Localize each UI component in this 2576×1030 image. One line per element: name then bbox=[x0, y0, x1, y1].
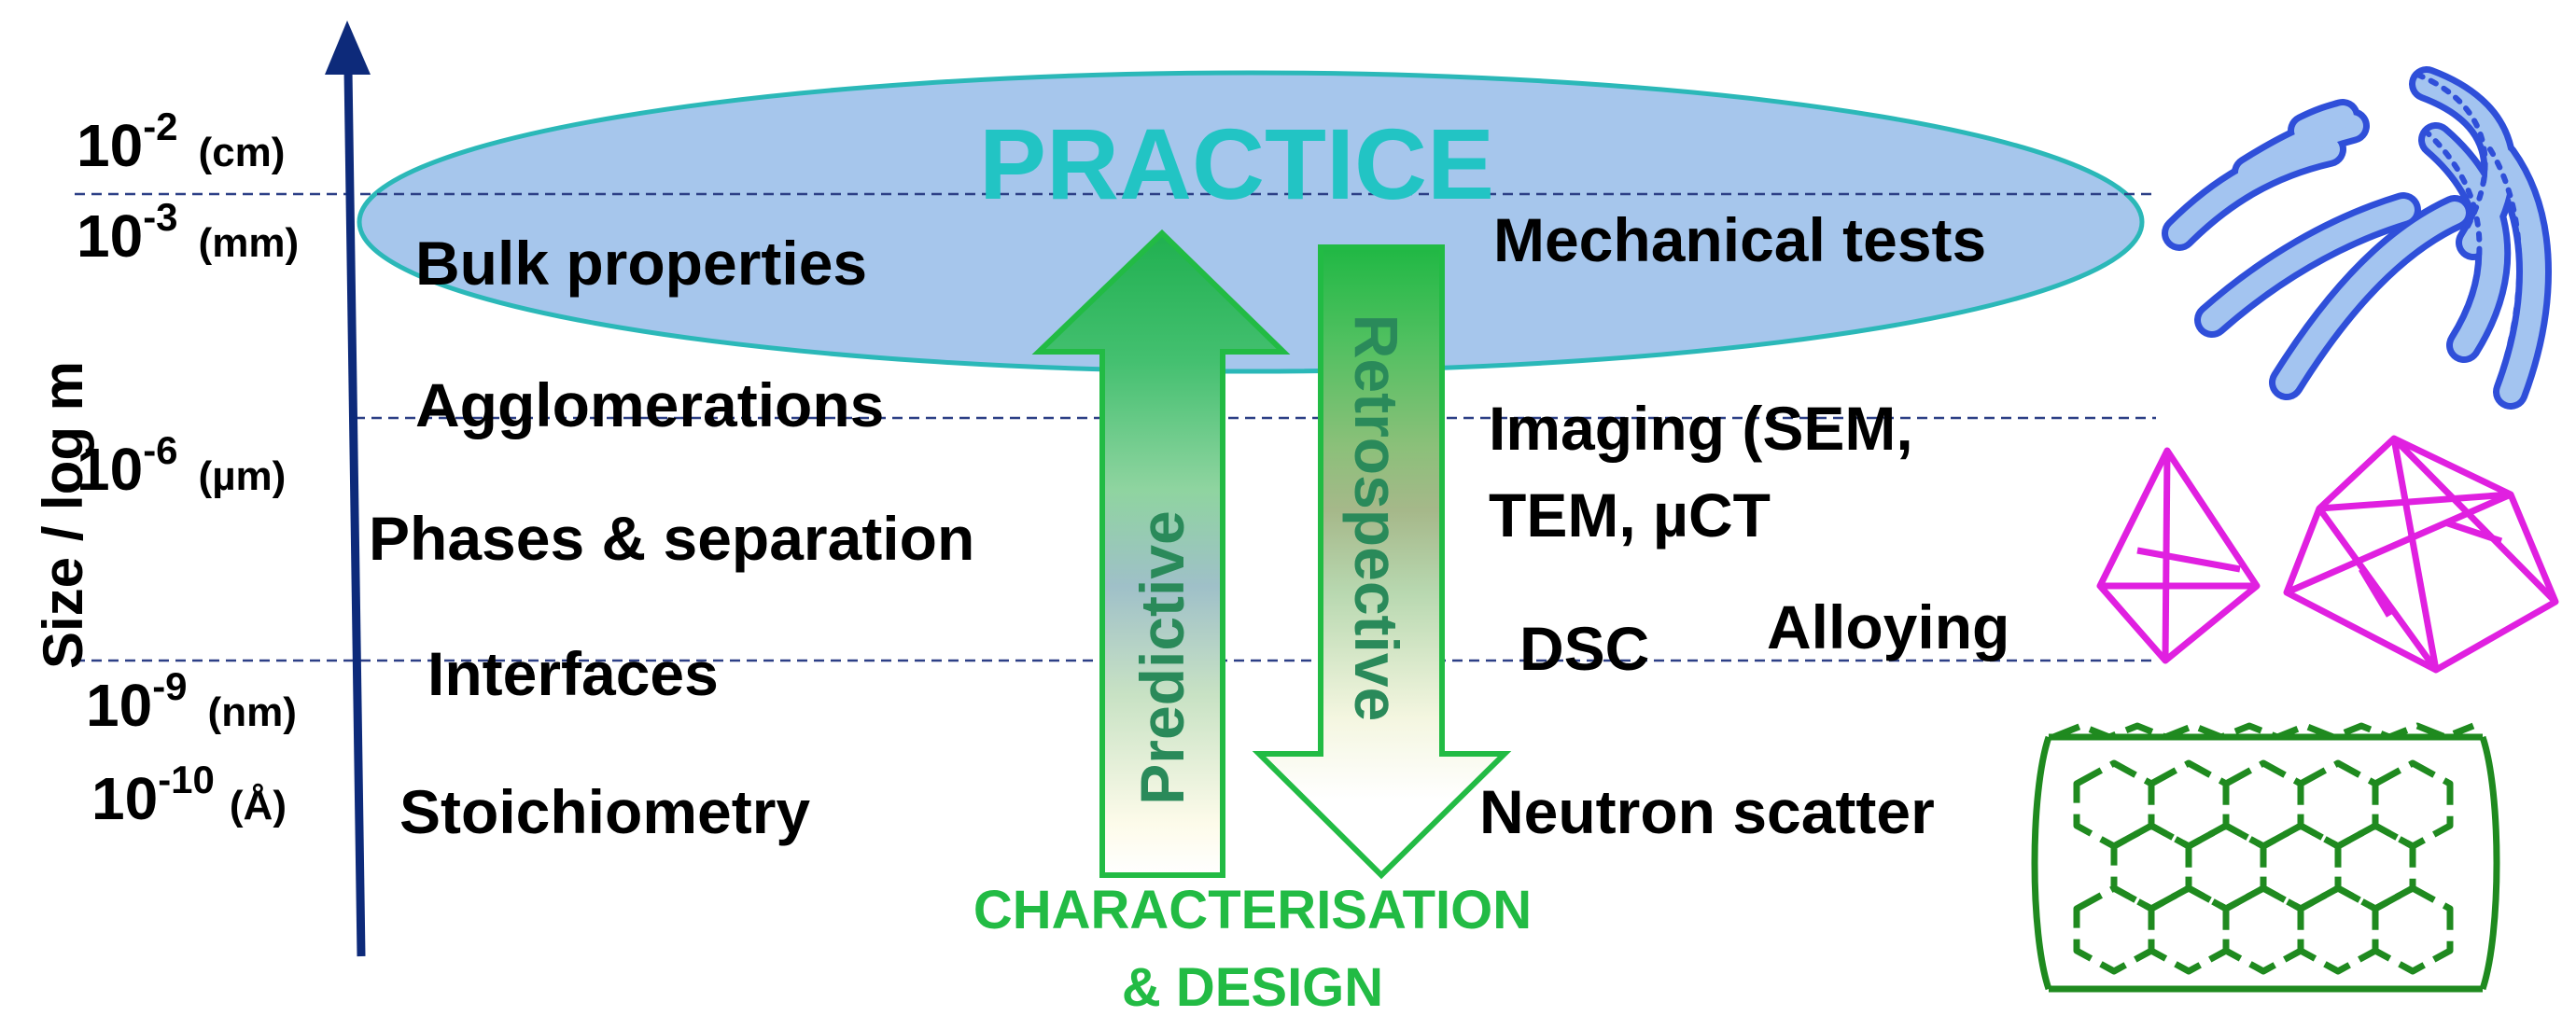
technique-mechanical: Mechanical tests bbox=[1493, 205, 1986, 274]
technique-alloying: Alloying bbox=[1767, 592, 2009, 661]
axis-arrowhead bbox=[325, 21, 371, 75]
scale-label-bulk: Bulk properties bbox=[415, 229, 867, 298]
practice-label: PRACTICE bbox=[979, 107, 1494, 220]
technique-imaging-line2: TEM, µCT bbox=[1489, 480, 1771, 550]
scale-label-interfaces: Interfaces bbox=[427, 639, 719, 708]
svg-text:10-10(Å): 10-10(Å) bbox=[91, 758, 287, 832]
scale-label-stoichiometry: Stoichiometry bbox=[399, 777, 810, 846]
scale-label-agglomerations: Agglomerations bbox=[415, 370, 884, 439]
svg-text:10-6(µm): 10-6(µm) bbox=[77, 428, 286, 503]
svg-text:10-2(cm): 10-2(cm) bbox=[77, 104, 285, 179]
nanotube-icon bbox=[2031, 722, 2500, 993]
predictive-arrow bbox=[1031, 229, 1291, 878]
axis-tick-mm: 10-3(mm) bbox=[77, 195, 299, 270]
retrospective-label: Retrospective bbox=[1342, 314, 1411, 722]
predictive-label: Predictive bbox=[1127, 510, 1197, 805]
fibres-icon bbox=[2162, 66, 2552, 410]
axis-tick-angstrom: 10-10(Å) bbox=[91, 758, 287, 832]
axis-tick-cm: 10-2(cm) bbox=[77, 104, 285, 179]
svg-text:10-3(mm): 10-3(mm) bbox=[77, 195, 299, 270]
crystal-icon bbox=[2096, 435, 2559, 674]
retrospective-arrow bbox=[1252, 244, 1512, 880]
technique-imaging-line1: Imaging (SEM, bbox=[1489, 394, 1913, 463]
axis-tick-nm: 10-9(nm) bbox=[86, 664, 297, 739]
technique-neutron: Neutron scatter bbox=[1479, 777, 1935, 846]
axis-label: Size / log m bbox=[32, 361, 94, 669]
scale-dashed-lines bbox=[75, 192, 2156, 662]
size-axis bbox=[325, 21, 371, 957]
axis-tick-um: 10-6(µm) bbox=[77, 428, 286, 503]
caption-line1: CHARACTERISATION bbox=[973, 880, 1532, 940]
practice-ellipse bbox=[357, 70, 2145, 374]
caption-line2: & DESIGN bbox=[1122, 957, 1383, 1018]
scale-label-phases: Phases & separation bbox=[369, 504, 974, 573]
technique-dsc: DSC bbox=[1519, 614, 1649, 683]
svg-text:10-9(nm): 10-9(nm) bbox=[86, 664, 297, 739]
